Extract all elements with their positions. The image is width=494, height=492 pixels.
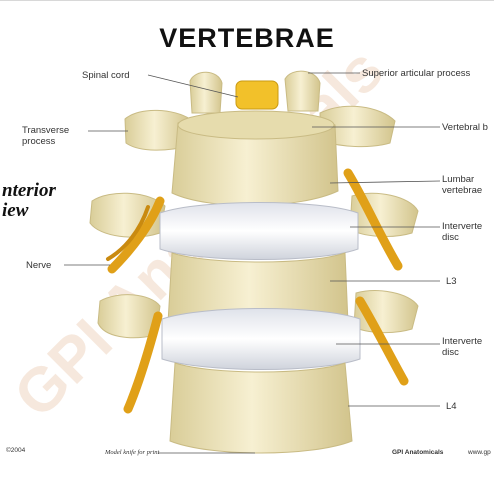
label-intervertebral-disc-2: Interverte disc <box>442 336 482 358</box>
label-transverse-process: Transverse process <box>22 125 69 147</box>
label-l4: L4 <box>446 401 457 412</box>
intervertebral-disc-2 <box>162 309 360 370</box>
spinal-cord <box>236 81 278 109</box>
footer-brand: GPI Anatomicals <box>392 449 443 456</box>
label-vertebral-body: Vertebral b <box>442 122 488 133</box>
vertebral-body-top-surface <box>178 111 334 139</box>
footer-extra: www.gp <box>468 449 491 456</box>
label-l3: L3 <box>446 276 457 287</box>
intervertebral-disc-1 <box>160 203 358 260</box>
vertebra-l4 <box>170 363 352 453</box>
poster-title: VERTEBRAE <box>0 23 494 54</box>
view-label: nterior iew <box>2 181 56 221</box>
label-nerve: Nerve <box>26 260 51 271</box>
footer-copyright: ©2004 <box>6 447 25 454</box>
superior-articular-right <box>285 71 320 111</box>
label-spinal-cord: Spinal cord <box>82 70 130 81</box>
superior-articular-left <box>190 72 222 113</box>
label-lumbar-vertebrae: Lumbar vertebrae <box>442 174 482 196</box>
label-superior-articular: Superior articular process <box>362 68 470 79</box>
footer-scale-note: Model knife for print <box>105 449 159 456</box>
label-intervertebral-disc-1: Interverte disc <box>442 221 482 243</box>
